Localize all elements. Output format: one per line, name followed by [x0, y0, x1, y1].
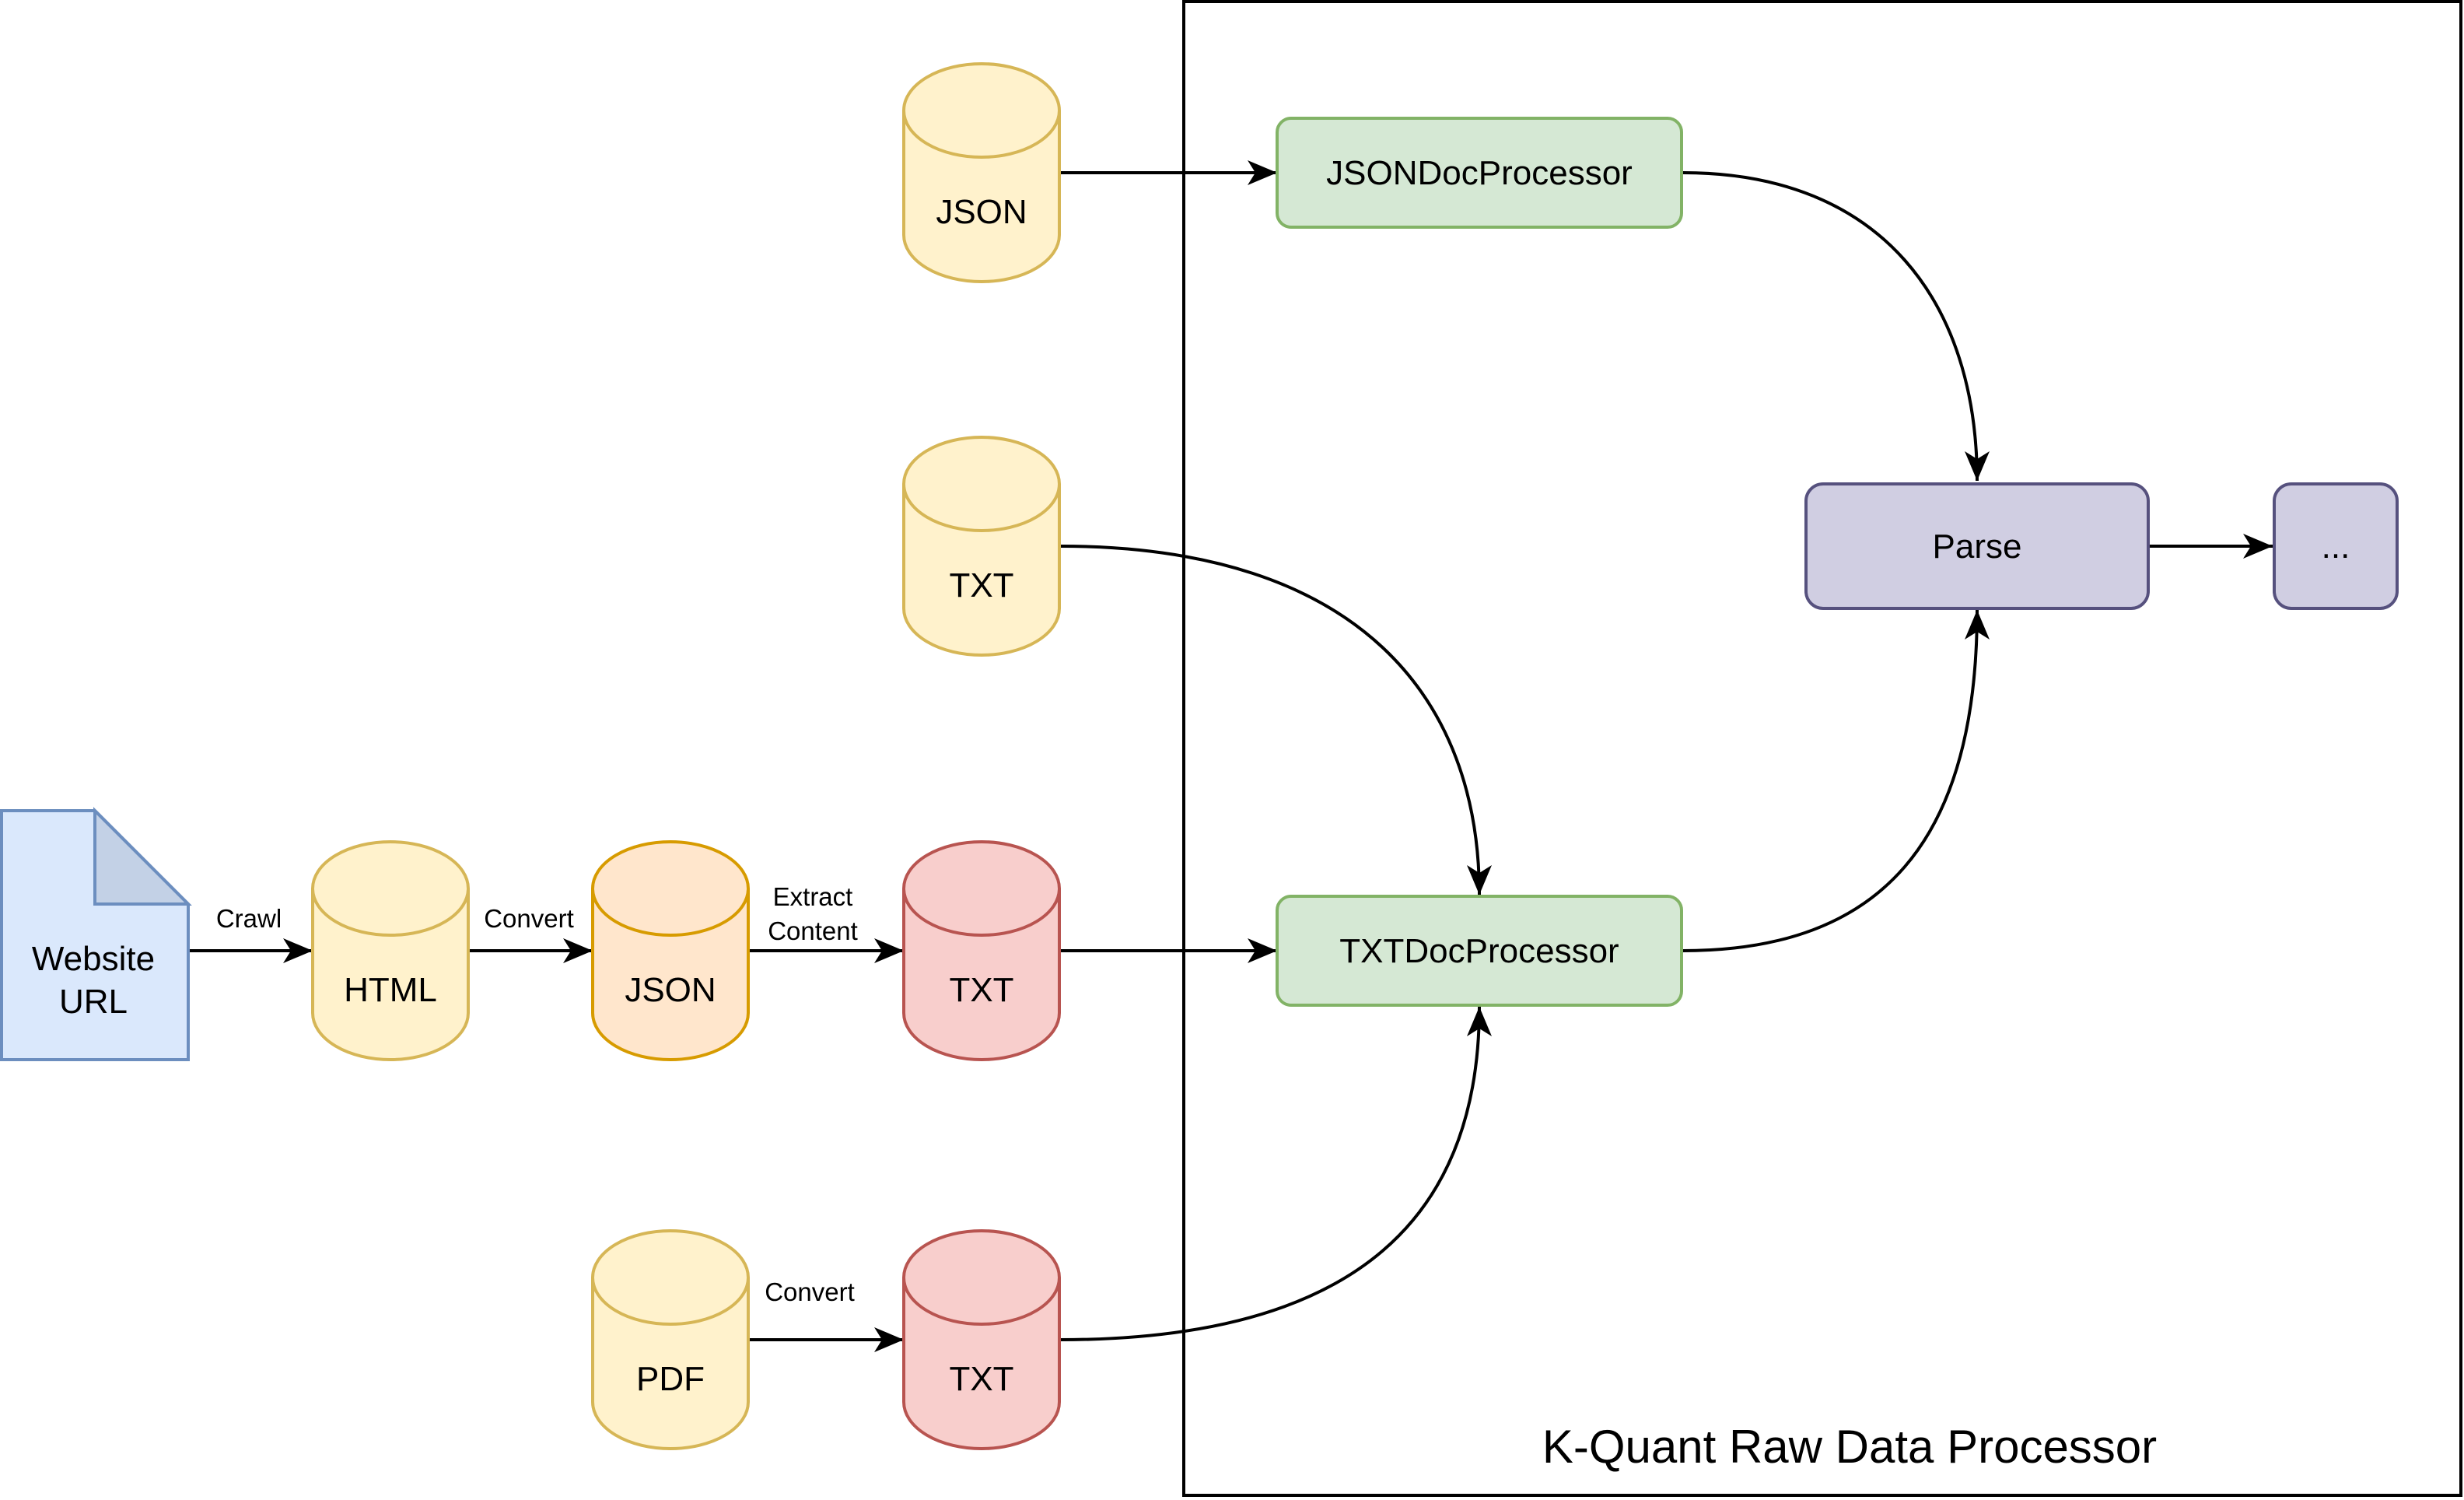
cylinder-txt-source-label: TXT [949, 566, 1013, 605]
cylinder-txt-from-pdf: TXT [902, 1229, 1061, 1450]
edge-label-convert-html: Convert [484, 904, 574, 933]
website-url-label-line2: URL [59, 983, 128, 1021]
edge-txtdocprocessor-to-parse [1682, 609, 1990, 952]
container-title: K-Quant Raw Data Processor [1542, 1421, 2157, 1473]
parse-label: Parse [1933, 527, 2022, 566]
website-url-node: Website URL [0, 807, 192, 1061]
edge-label-extract-line1: Extract [773, 882, 853, 911]
parse-node: Parse [1804, 482, 2150, 610]
edge-txtsource-to-txtdocprocessor [1059, 545, 1492, 895]
edge-pdftxt-to-txtdocprocessor [1059, 1006, 1492, 1341]
more-node: ... [2273, 482, 2399, 610]
edge-jsondocprocessor-to-parse [1682, 171, 1990, 482]
cylinder-txt-source: TXT [902, 436, 1061, 657]
json-doc-processor-label: JSONDocProcessor [1326, 154, 1633, 192]
edge-label-crawl: Crawl [216, 904, 282, 933]
cylinder-json-converted-label: JSON [625, 971, 716, 1009]
txt-doc-processor-label: TXTDocProcessor [1339, 932, 1619, 970]
cylinder-json-converted: JSON [591, 840, 750, 1061]
json-doc-processor: JSONDocProcessor [1276, 117, 1683, 229]
cylinder-pdf: PDF [591, 1229, 750, 1450]
cylinder-json-source-label: JSON [936, 193, 1027, 231]
processor-container [1182, 0, 2462, 1497]
cylinder-txt-extracted: TXT [902, 840, 1061, 1061]
cylinder-html-label: HTML [344, 971, 437, 1009]
cylinder-txt-extracted-label: TXT [949, 971, 1013, 1009]
txt-doc-processor: TXTDocProcessor [1276, 895, 1683, 1007]
cylinder-json-source: JSON [902, 62, 1061, 283]
more-label: ... [2322, 527, 2350, 566]
cylinder-txt-from-pdf-label: TXT [949, 1360, 1013, 1398]
edges [189, 160, 2273, 1352]
edge-label-extract-line2: Content [768, 916, 858, 945]
document-fold [93, 807, 192, 906]
website-url-label-line1: Website [32, 940, 155, 978]
cylinder-pdf-label: PDF [636, 1360, 705, 1398]
cylinder-html: HTML [311, 840, 470, 1061]
edge-label-convert-pdf: Convert [765, 1277, 855, 1306]
